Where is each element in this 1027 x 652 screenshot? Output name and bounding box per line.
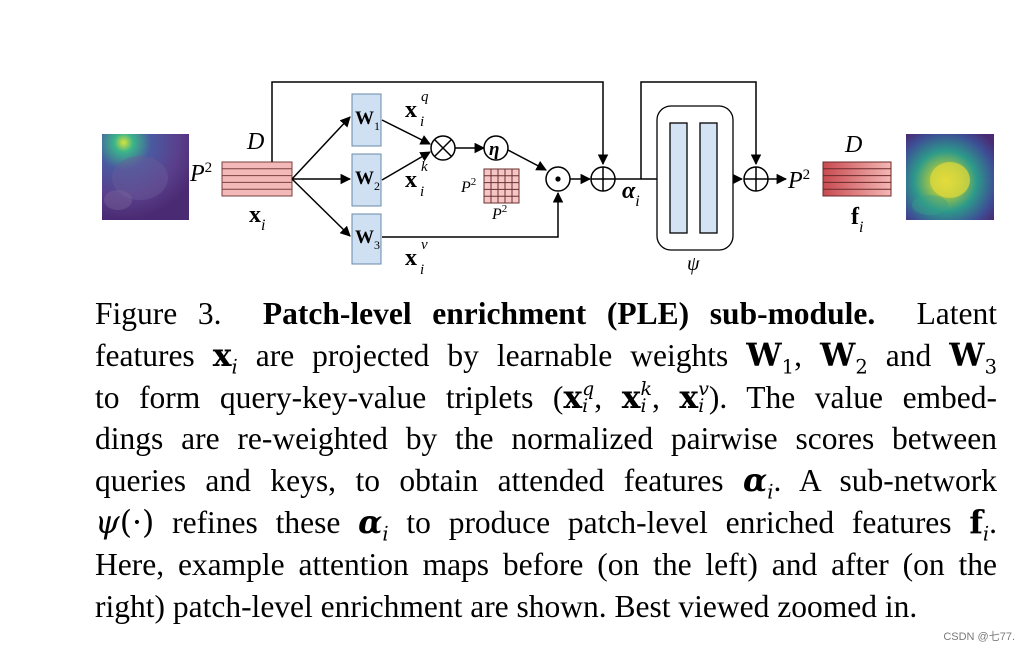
caption-line-6: ψ(·) refines these αi to produce patch-l… (95, 503, 998, 546)
matrix-left-label: P2 (460, 176, 476, 196)
multiply-op (430, 135, 456, 161)
alpha-label: αi (622, 178, 640, 210)
caption-line-5: queries and keys, to obtain attended fea… (95, 462, 997, 504)
svg-text:W2: W2 (355, 168, 380, 193)
eta-normalization: η (483, 135, 509, 161)
attention-matrix (483, 168, 520, 204)
output-label: fi (851, 204, 863, 236)
residual-add-1 (590, 166, 616, 192)
left-dim-d: D (246, 129, 264, 155)
caption-line-4: dings are re-weighted by the normalized … (95, 421, 997, 457)
attention-map-before (102, 134, 189, 220)
caption-line-1: Figure 3. Patch-level enrichment (PLE) s… (95, 296, 998, 331)
caption-line-7: Here, example attention maps before (on … (95, 546, 997, 582)
psi-label: ψ (687, 253, 700, 275)
attention-map-after (906, 134, 994, 220)
caption-line-8: right) patch-level enrichment are shown.… (95, 588, 918, 624)
svg-text:η: η (489, 139, 499, 160)
left-dim-p: P2 (189, 160, 212, 187)
skip-connection-1 (271, 81, 609, 166)
psi-subnetwork (656, 105, 734, 251)
skip-connection-2 (640, 81, 762, 179)
weight-w3: W3 (351, 213, 382, 265)
output-feature-bar (822, 161, 892, 197)
caption-title: Patch-level enrichment (PLE) sub-module. (262, 296, 876, 331)
weight-w2: W2 (351, 153, 382, 207)
figure-caption: Figure 3. Patch-level enrichment (PLE) s… (95, 293, 997, 627)
input-feature-bar (221, 161, 293, 197)
caption-line-2: features xi are projected by learnable w… (95, 336, 998, 379)
dot-product-op (545, 166, 571, 192)
watermark: CSDN @七77. (943, 631, 1015, 643)
weight-w1: W1 (351, 93, 382, 147)
matrix-bottom-label: P2 (491, 203, 507, 223)
svg-text:W1: W1 (355, 108, 380, 133)
right-dim-p: P2 (787, 167, 810, 194)
svg-text:W3: W3 (355, 227, 380, 252)
input-label: xi (249, 202, 265, 234)
right-dim-d: D (844, 132, 862, 158)
residual-add-2 (743, 166, 769, 192)
